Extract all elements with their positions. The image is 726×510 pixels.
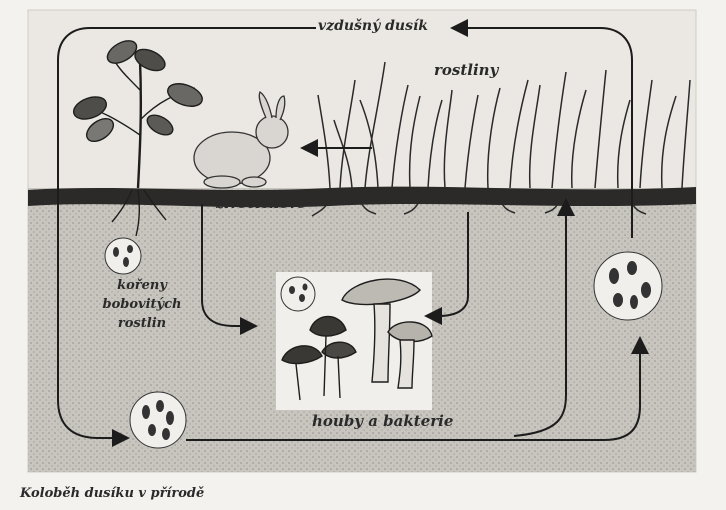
bacteria-circle-fungi: [281, 277, 315, 311]
label-air-nitrogen: vzdušný dusík: [318, 18, 428, 34]
bacteria-circle-bottom: [130, 392, 186, 448]
bacteria-circle-roots: [105, 238, 141, 274]
figure-caption: Koloběh dusíku v přírodě: [20, 486, 204, 501]
label-legume-roots: kořeny bobovitých rostlin: [96, 276, 188, 333]
label-animals: živočichové: [216, 196, 306, 212]
bacteria-circle-right: [594, 252, 662, 320]
label-plants: rostliny: [434, 61, 498, 79]
label-fungi-bacteria: houby a bakterie: [312, 412, 453, 430]
